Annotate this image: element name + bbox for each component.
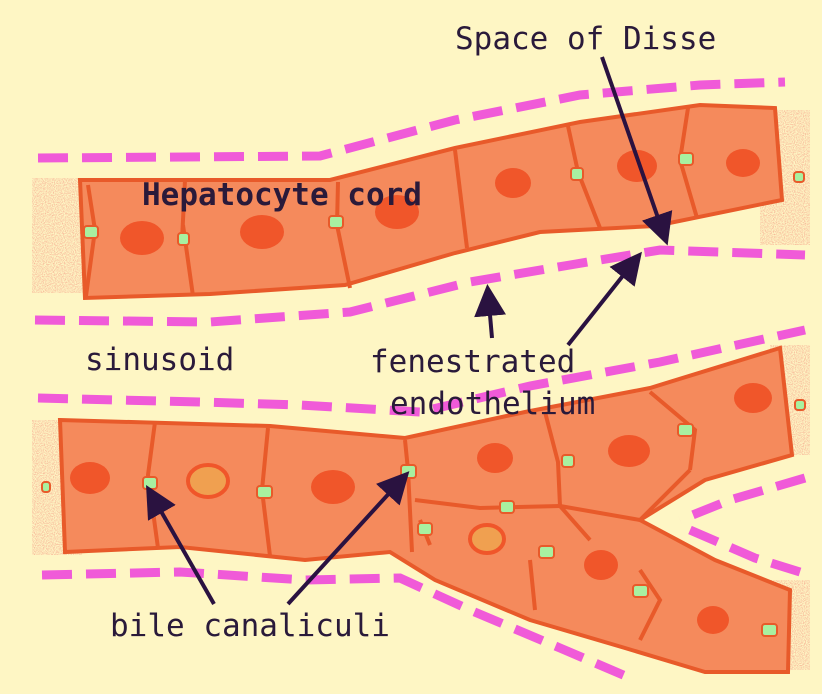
label-sinusoid: sinusoid [85,342,234,378]
label-fenestrated: fenestrated [370,344,575,380]
label-hepatocyte-cord: Hepatocyte cord [142,177,422,213]
label-bile-canaliculi: bile canaliculi [110,608,390,644]
label-space-of-disse: Space of Disse [455,21,716,57]
label-endothelium: endothelium [390,386,595,422]
